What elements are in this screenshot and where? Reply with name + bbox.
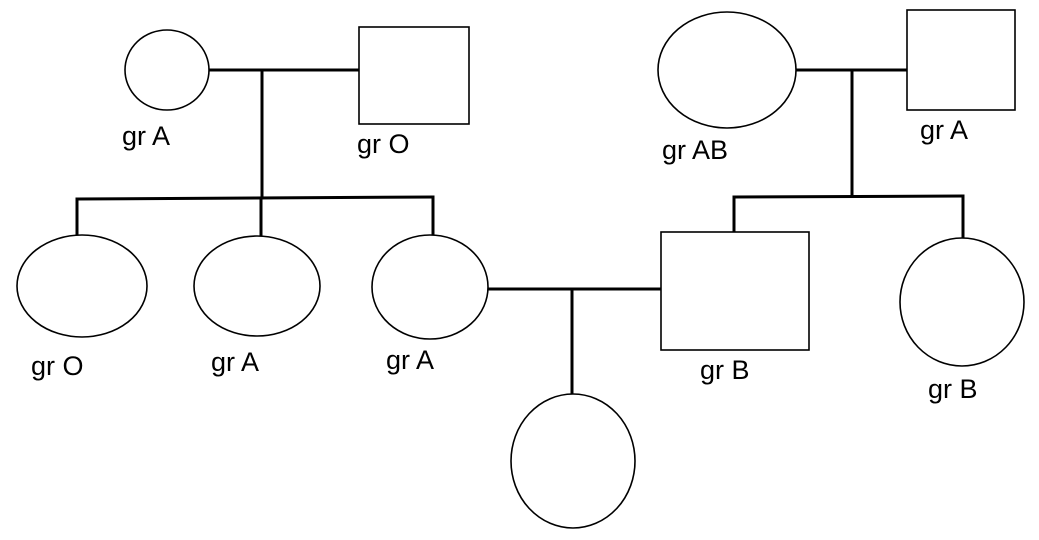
connector-lines xyxy=(75,68,965,396)
grandfather-right-male-symbol xyxy=(906,9,1016,111)
aunt-1-label: gr O xyxy=(31,351,84,381)
grandfather-right-label: gr A xyxy=(920,115,968,145)
aunt-1-female-symbol xyxy=(16,234,148,338)
aunt-2-label: gr A xyxy=(211,347,259,377)
aunt-right-female-symbol xyxy=(899,237,1025,367)
mother-label: gr A xyxy=(386,345,434,375)
grandmother-left-label: gr A xyxy=(122,121,170,151)
child-female-symbol xyxy=(510,393,636,529)
father-male-symbol xyxy=(660,231,810,351)
sibship-line-right xyxy=(732,194,965,199)
grandmother-left-female-symbol xyxy=(124,29,210,111)
grandfather-left-label: gr O xyxy=(357,129,410,159)
aunt-right-label: gr B xyxy=(928,374,978,404)
father-label: gr B xyxy=(700,355,750,385)
aunt-2-female-symbol xyxy=(193,235,321,337)
grandmother-right-label: gr AB xyxy=(662,135,728,165)
grandfather-left-male-symbol xyxy=(358,26,470,125)
sibship-line-left xyxy=(75,195,435,201)
grandmother-right-female-symbol xyxy=(657,11,797,129)
mother-female-symbol xyxy=(371,234,489,340)
